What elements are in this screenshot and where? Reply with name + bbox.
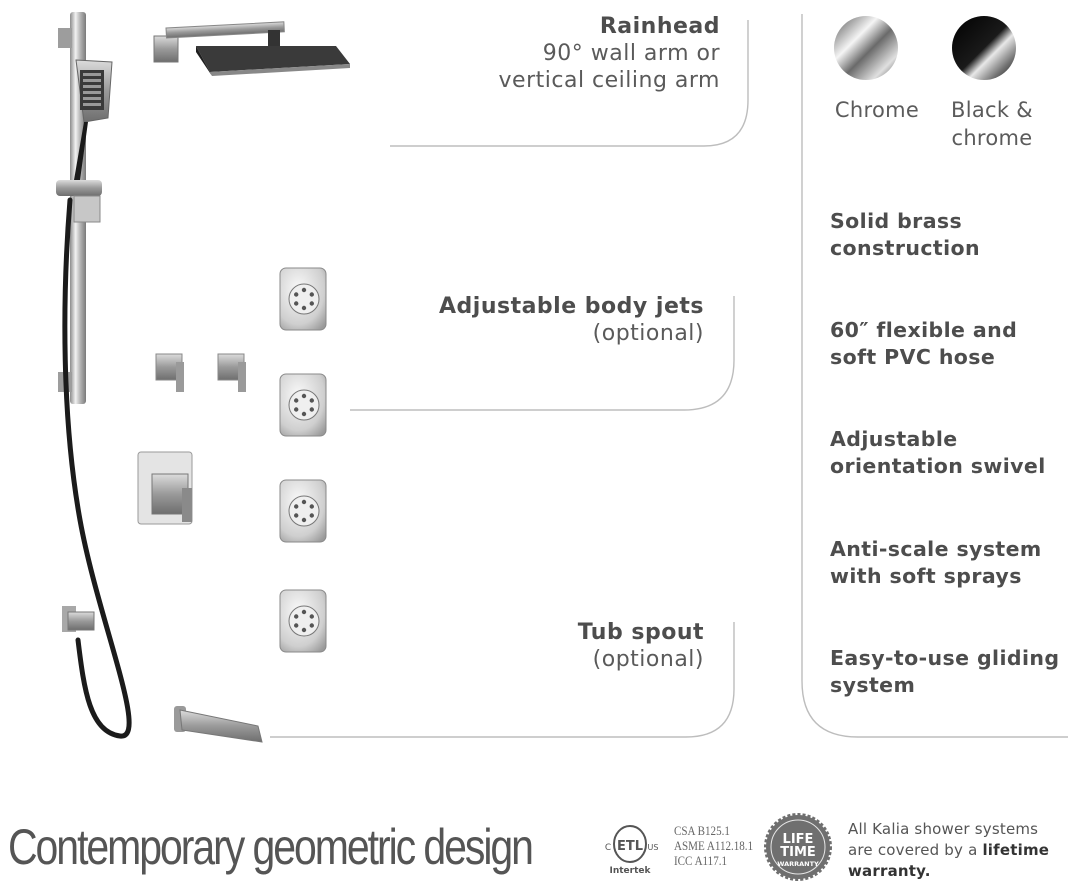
svg-text:C: C	[605, 843, 611, 853]
svg-text:ETL: ETL	[617, 839, 643, 854]
rainhead-illustration	[153, 21, 350, 76]
tub-spout-sub: (optional)	[592, 647, 704, 672]
hose	[62, 197, 132, 739]
finish-label-chrome-line1: Chrome	[834, 98, 920, 122]
certification-line: CSA B125.1	[674, 823, 730, 838]
valve-trim	[137, 451, 193, 525]
rainhead-callout: Rainhead 90° wall arm or vertical ceilin…	[420, 14, 720, 93]
diverter-handles	[155, 353, 246, 392]
warranty-line3: warranty.	[848, 862, 931, 880]
svg-text:LIFE: LIFE	[783, 832, 814, 847]
finish-label-black-chrome-line1: Black &	[951, 98, 1033, 122]
certification-list: CSA B125.1 ASME A112.18.1 ICC A117.1	[674, 823, 753, 868]
tagline: Contemporary geometric design	[8, 819, 534, 875]
certification-line: ASME A112.18.1	[674, 838, 754, 853]
body-jet-icon	[279, 479, 327, 543]
body-jets-title: Adjustable body jets	[439, 294, 704, 319]
tub-spout-illustration	[174, 706, 263, 743]
warranty-line1: All Kalia shower systems	[848, 820, 1039, 838]
body-jets	[279, 267, 327, 653]
body-jets-sub: (optional)	[592, 321, 704, 346]
body-jet-icon	[279, 267, 327, 331]
etl-certification-icon: ETL C US Intertek	[605, 825, 659, 876]
warranty-line2: are covered by a lifetime	[848, 841, 1050, 859]
slider-holder	[56, 180, 102, 223]
black-chrome-swatch-icon	[952, 16, 1016, 80]
body-jet-icon	[279, 373, 327, 437]
rainhead-title: Rainhead	[599, 14, 720, 39]
tub-spout-callout: Tub spout (optional)	[404, 620, 704, 672]
finish-label-black-chrome-line2: chrome	[951, 126, 1033, 150]
hand-shower	[74, 59, 113, 180]
finish-label-chrome: Chrome	[822, 96, 932, 124]
lifetime-warranty-badge-icon: LIFE TIME WARRANTY	[764, 813, 832, 881]
svg-text:TIME: TIME	[780, 845, 816, 860]
rainhead-line2: vertical ceiling arm	[498, 68, 720, 93]
svg-text:WARRANTY: WARRANTY	[777, 860, 819, 868]
svg-text:US: US	[648, 843, 659, 852]
wall-elbow	[62, 606, 95, 632]
body-jet-icon	[279, 589, 327, 653]
finish-label-black-chrome: Black & chrome	[934, 96, 1050, 152]
callout-lines	[270, 14, 1068, 738]
warranty-note: All Kalia shower systems are covered by …	[848, 819, 1068, 882]
certification-line: ICC A117.1	[674, 853, 728, 868]
chrome-swatch-icon	[834, 16, 898, 80]
svg-text:Intertek: Intertek	[610, 866, 652, 876]
body-jets-callout: Adjustable body jets (optional)	[404, 294, 704, 346]
rainhead-line1: 90° wall arm or	[542, 41, 720, 66]
tub-spout-title: Tub spout	[577, 620, 704, 645]
